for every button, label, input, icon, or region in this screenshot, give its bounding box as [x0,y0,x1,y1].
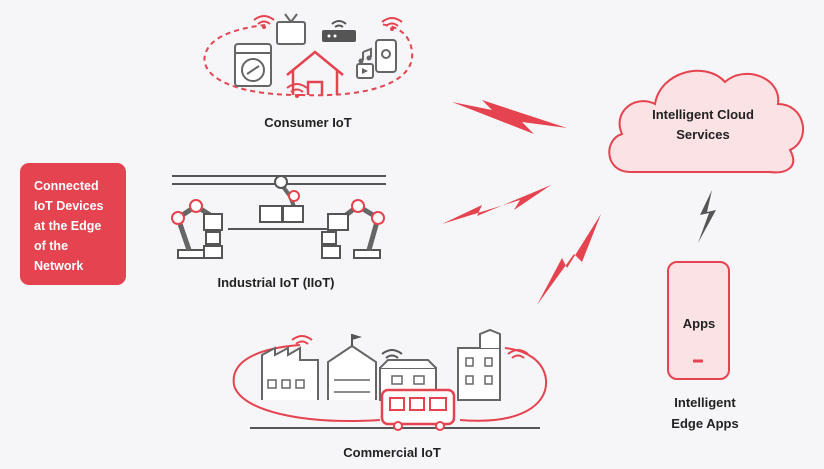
smartphone-icon [375,39,397,73]
video-icon [356,63,374,79]
lightning-bolt-industrial-to-cloud [442,185,551,224]
factory-building-icon [261,346,319,400]
wifi-icon [291,335,313,345]
school-building-icon [327,334,377,400]
cloud-shape [608,69,805,174]
wifi-icon [253,15,275,25]
bus-icon [380,388,456,431]
wifi-icon [381,349,403,359]
wifi-icon [286,83,308,93]
tv-icon [276,13,306,45]
edge-device-phone [667,261,730,380]
wifi-icon [381,17,403,27]
consumer-iot-label: Consumer IoT [264,115,352,130]
robot-arm-icon [259,175,304,223]
lightning-bolt-apps-to-cloud [698,190,716,243]
office-building-icon [457,328,501,401]
apps-label: Apps [682,316,716,331]
consumer-iot-illustration [203,13,414,98]
lightning-bolt-consumer-to-cloud [452,100,567,134]
lightning-bolt-commercial-to-cloud [537,214,601,305]
commercial-iot-illustration [232,328,548,431]
house-icon [286,50,344,95]
cloud-services-label: Intelligent Cloud Services [652,107,754,142]
robot-arm-icon [321,199,385,259]
router-icon [322,20,356,42]
music-note-icon [358,47,372,64]
edge-apps-label: Intelligent Edge Apps [671,395,739,431]
wifi-icon [507,349,529,359]
industrial-iot-illustration [171,175,386,259]
industrial-iot-label: Industrial IoT (IIoT) [217,275,335,290]
edge-devices-callout: Connected IoT Devices at the Edge of the… [20,163,126,285]
robot-arm-icon [171,199,223,259]
commercial-iot-label: Commercial IoT [343,445,441,460]
washing-machine-icon [234,43,272,87]
